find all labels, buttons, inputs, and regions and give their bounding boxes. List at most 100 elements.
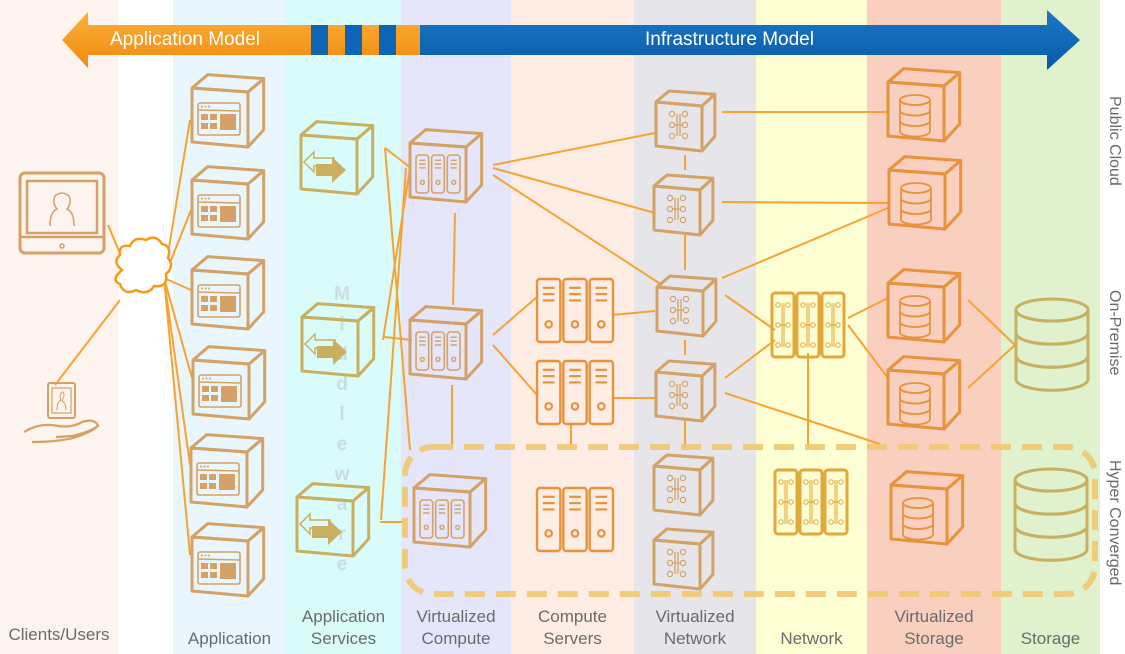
connection-line [492,167,656,214]
application-model-arrow [62,12,420,68]
column-label-network: Network [780,629,843,648]
label-line: Virtualized [416,607,496,626]
connection-line [611,310,656,316]
application-server-cube [190,165,266,241]
app-window-icon [197,194,241,228]
label-line: Services [310,629,377,648]
virtual-network-cube [652,453,715,517]
virtual-compute-cube [412,473,488,549]
virtual-compute-cube [408,305,484,381]
row-label-public-cloud: Public Cloud [1106,96,1123,186]
app-window-icon [196,462,240,496]
virtual-network-cube [654,359,717,423]
virtual-storage-cube [889,470,965,546]
middleware-letter: a [336,494,348,515]
infrastructure-model-arrow [311,10,1080,70]
server-rack-icon [535,486,615,553]
virtual-network-cube [654,89,717,153]
server-rack-icon [415,331,461,371]
user-silhouette-icon [49,192,75,227]
bidirectional-arrows-icon [298,512,342,545]
label-line: Storage [904,629,964,648]
middleware-letter: d [336,374,348,395]
label-line: Virtualized [894,607,974,626]
connection-line [724,339,776,379]
database-icon [902,497,934,541]
application-server-cube [191,345,267,421]
connection-line [163,277,192,291]
storage-database-icon [1014,297,1090,392]
middleware-letter: l [339,404,345,425]
connection-line [492,132,656,166]
connection-line [163,277,193,379]
middleware-letter: e [336,554,348,575]
connection-line [492,344,538,396]
storage-device [1014,297,1090,392]
nodes [18,67,1090,598]
network-rack-icon [770,291,846,359]
label-line: Network [663,629,727,648]
label-line: Servers [543,629,602,648]
database-icon [899,382,931,426]
connection-line [492,296,538,336]
app-window-icon [198,374,242,408]
server-rack-icon [415,154,461,194]
connection-line [492,174,663,286]
app-window-icon [197,551,241,585]
middleware-letter: w [334,464,350,485]
compute-server [535,277,615,344]
network-switch-icon [666,548,687,578]
virtual-storage-cube [886,268,962,344]
connection-line [721,201,889,204]
virtual-network-cube [655,274,718,338]
bidirectional-arrows-icon [302,150,346,183]
label-line: Application [301,607,386,626]
application-server-cube [190,255,266,331]
connection-line [163,277,191,556]
column-label-application: Application [187,629,272,648]
storage-device [1013,467,1089,562]
desktop-monitor-icon [18,171,106,255]
connection-line [967,299,1016,346]
connection-line [452,212,456,306]
label-line: Compute [538,607,607,626]
connection-line [967,344,1016,389]
virtual-storage-cube [886,355,962,431]
middleware-letter: r [338,524,346,545]
connection-line [382,167,411,341]
connection-line [383,336,413,341]
connection-line [54,299,121,386]
column-label-virt-compute: Virtualized Compute [401,606,511,650]
virtual-storage-cube [887,155,963,231]
storage-database-icon [1013,467,1089,562]
middleware-letter: i [339,314,345,335]
hyper-converged-boundary [402,444,1098,597]
network-switch-icon [666,474,687,504]
connection-line [847,324,889,379]
bidirectional-arrows-icon [303,332,347,365]
column-label-virt-network: Virtualized Network [634,606,756,650]
compute-server [535,486,615,553]
app-window-icon [197,284,241,318]
virtual-storage-cube [886,67,962,143]
network-switch-icon [668,380,689,410]
connection-line [384,147,412,169]
hand-tablet-icon [23,382,100,444]
middleware-letter: M [334,284,350,305]
connection-line [724,392,881,445]
infrastructure-model-label: Infrastructure Model [645,29,814,50]
application-server-cube [190,73,266,149]
app-service-cube [299,120,375,196]
internet-cloud-icon [114,236,173,294]
database-icon [899,94,931,138]
network-rack-icon [773,468,849,536]
column-label-clients: Clients/Users [8,625,110,644]
connection-lines [54,111,1016,556]
virtual-network-cube [652,527,715,591]
app-service-cube [300,302,376,378]
compute-server [535,359,615,426]
app-service-cube [295,482,371,558]
column-app-services: Application Services [286,0,401,654]
network-device [773,468,849,536]
row-label-on-premise: On-Premise [1106,290,1123,376]
